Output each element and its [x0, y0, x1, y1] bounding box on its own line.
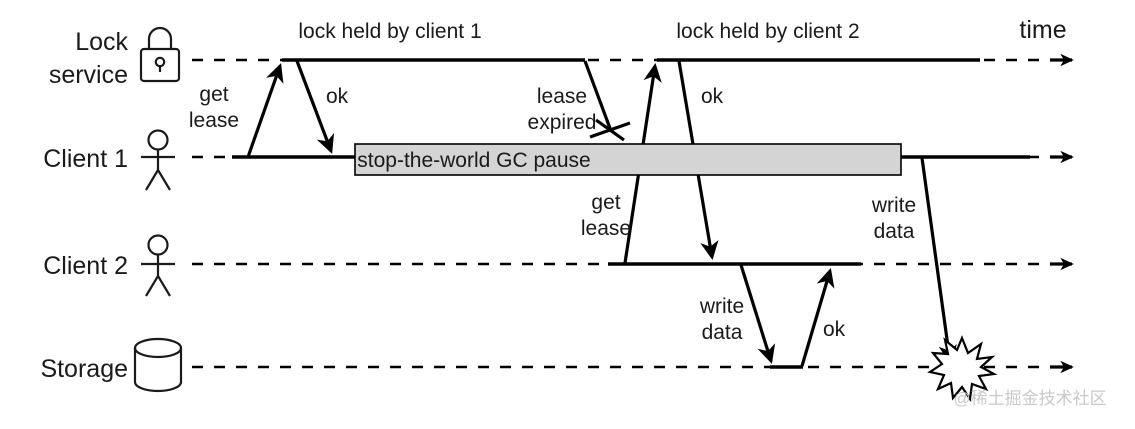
msg-label-get-lease-client-1-line2: lease: [189, 109, 239, 132]
gc-pause-label: stop-the-world GC pause: [357, 149, 590, 172]
msg-label-write-data-client-2-line2: data: [702, 321, 743, 344]
time-axis-label: time: [1019, 16, 1066, 44]
lifelines: [192, 53, 1074, 374]
msg-label-ok-to-client-1: ok: [326, 85, 349, 108]
padlock-icon: [139, 26, 181, 83]
watermark-text: @稀土掘金技术社区: [953, 389, 1106, 408]
arrow-ok-to-client-1: [295, 60, 335, 154]
arrow-write-data-client-2: [739, 264, 776, 364]
message-write-data-client-1: write data: [871, 157, 957, 365]
msg-label-get-lease-client-2-line2: lease: [581, 217, 631, 240]
message-ok-to-client-1: ok: [295, 60, 349, 154]
database-cylinder-icon: [133, 337, 183, 393]
message-ok-to-client-2-from-storage: ok: [800, 268, 846, 367]
msg-label-get-lease-client-1-line1: get: [199, 83, 228, 106]
arrow-ok-storage-to-client-2: [800, 268, 835, 367]
msg-label-get-lease-client-2-line1: get: [591, 191, 620, 214]
write-conflict-burst-icon: [927, 335, 998, 403]
lane-client-1: Client 1: [43, 129, 175, 191]
message-write-data-client-2: write data: [699, 264, 776, 364]
msg-label-write-data-client-1-line1: write: [871, 194, 916, 217]
lane-label-client-1: Client 1: [43, 145, 128, 173]
span-label-lock-held-client-1: lock held by client 1: [298, 20, 481, 43]
lane-storage: Storage: [40, 337, 183, 393]
lane-label-lock-service-line1: Lock: [75, 28, 128, 56]
msg-label-lease-expired-line2: expired: [528, 111, 597, 134]
stick-figure-icon: [141, 234, 175, 297]
stick-figure-icon: [141, 129, 175, 191]
message-get-lease-client-1: get lease: [189, 63, 284, 158]
lane-label-storage: Storage: [40, 355, 128, 383]
msg-label-ok-storage-to-client-2: ok: [823, 318, 846, 341]
span-label-lock-held-client-2: lock held by client 2: [676, 20, 859, 43]
lane-lock-service: Lock service: [49, 26, 181, 89]
lane-label-lock-service-line2: service: [49, 61, 128, 89]
arrow-get-lease-client-1: [246, 63, 284, 158]
cross-icon-stroke-b: [595, 118, 625, 142]
msg-label-lease-expired-line1: lease: [537, 85, 587, 108]
message-lease-expired: lease expired: [528, 60, 631, 142]
arrow-write-data-client-1: [920, 157, 957, 365]
msg-label-ok-to-client-2: ok: [701, 85, 724, 108]
msg-label-write-data-client-1-line2: data: [874, 220, 915, 243]
lane-client-2: Client 2: [43, 234, 175, 297]
active-spans: [232, 58, 1030, 369]
lane-label-client-2: Client 2: [43, 252, 128, 280]
arrow-lease-expired: [583, 60, 613, 132]
gc-pause-rect: [354, 143, 902, 176]
gc-pause-box: stop-the-world GC pause: [354, 143, 902, 176]
msg-label-write-data-client-2-line1: write: [699, 295, 744, 318]
